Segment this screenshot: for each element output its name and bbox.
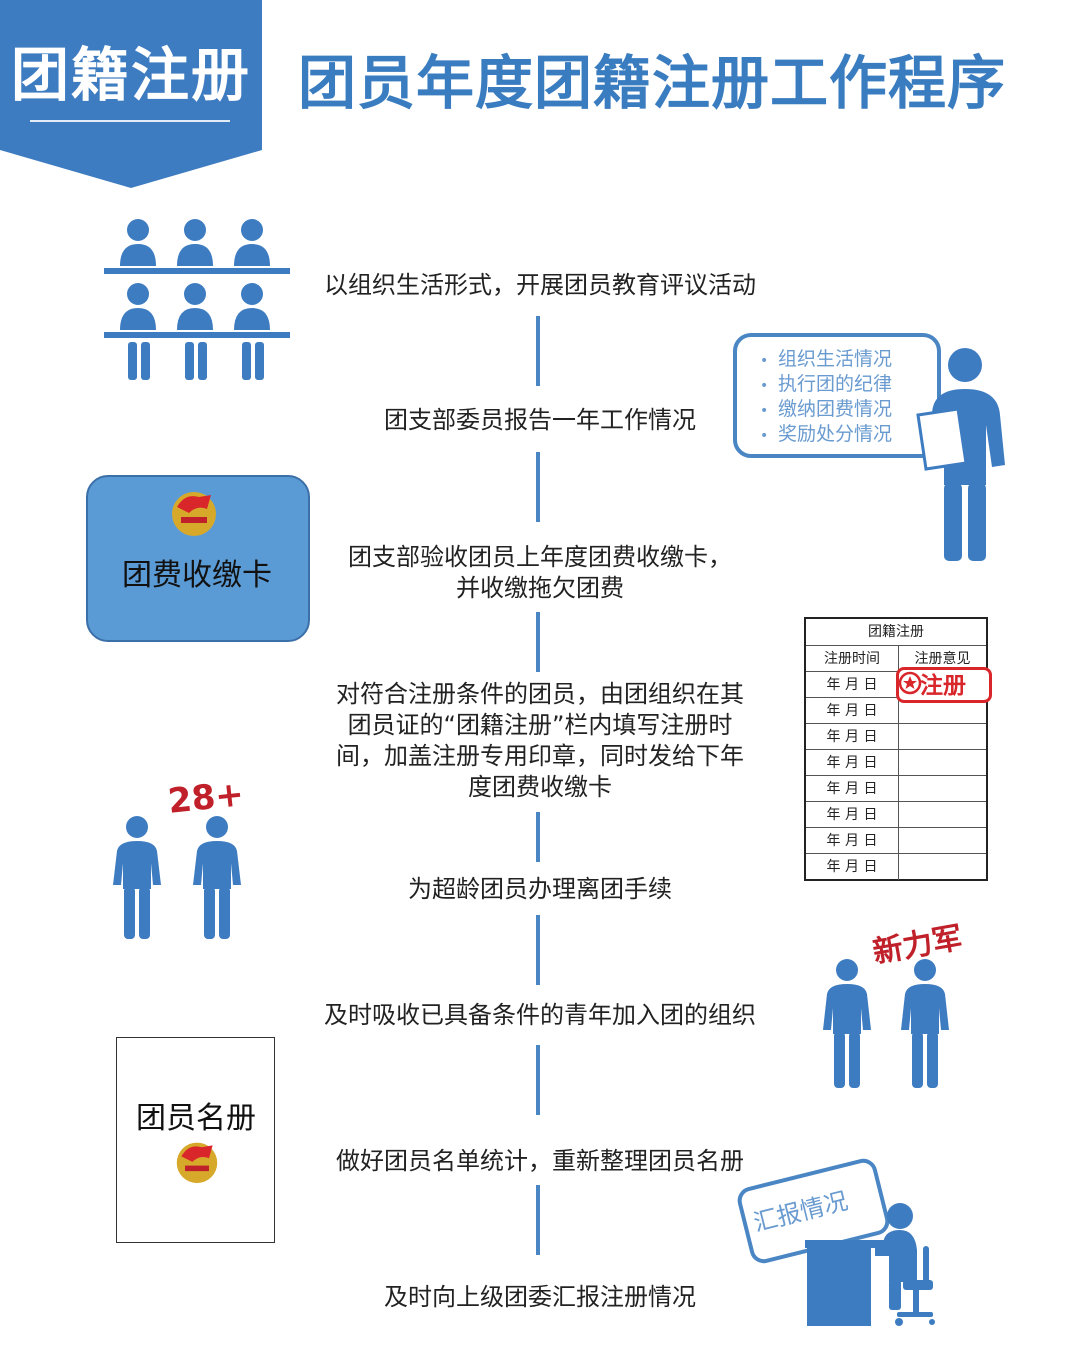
report-item: •缴纳团费情况 [760, 398, 893, 420]
flow-line [536, 452, 540, 522]
new-members-icon [823, 959, 949, 1088]
step-4-line-1: 对符合注册条件的团员，由团组织在其 [336, 680, 744, 708]
step-1: 以组织生活形式，开展团员教育评议活动 [324, 271, 756, 299]
page-title: 团员年度团籍注册工作程序 [298, 49, 1007, 117]
member-roster-label: 团员名册 [136, 1101, 256, 1136]
member-roster [116, 1037, 275, 1243]
step-2: 团支部委员报告一年工作情况 [384, 406, 696, 434]
step-3-line-2: 并收缴拖欠团费 [456, 574, 624, 602]
register-row: 年 月 日 [806, 801, 986, 828]
report-item: •执行团的纪律 [760, 373, 893, 395]
fee-card-label: 团费收缴卡 [122, 558, 272, 593]
flow-line [536, 1185, 540, 1255]
star-stamp-icon [898, 671, 922, 695]
step-6: 及时吸收已具备条件的青年加入团的组织 [324, 1001, 756, 1029]
flow-line [536, 812, 540, 862]
flow-line [536, 1045, 540, 1115]
flow-line [536, 316, 540, 386]
report-bubble [733, 333, 941, 458]
register-table-title: 团籍注册 [868, 624, 924, 640]
fee-card [86, 475, 310, 642]
meeting-audience-icon [104, 219, 290, 380]
league-emblem-icon [176, 1142, 218, 1184]
presenter-icon [916, 348, 1005, 561]
step-5: 为超龄团员办理离团手续 [408, 875, 672, 903]
register-stamp-text: 注册 [920, 673, 966, 699]
header-badge-bg [0, 0, 262, 188]
desk-worker-icon [805, 1203, 935, 1326]
register-row: 年 月 日 [806, 827, 986, 854]
overage-members-icon [113, 816, 241, 939]
step-3-line-1: 团支部验收团员上年度团费收缴卡， [348, 543, 732, 571]
flow-line [536, 915, 540, 985]
league-emblem-icon [172, 492, 216, 536]
register-row: 年 月 日 [806, 853, 986, 880]
report-item: •奖励处分情况 [760, 423, 893, 445]
report-item: •组织生活情况 [760, 348, 893, 370]
step-8: 及时向上级团委汇报注册情况 [384, 1283, 696, 1311]
register-row: 年 月 日 [806, 723, 986, 750]
header-badge-text: 团籍注册 [10, 41, 251, 109]
register-header-row: 注册时间 注册意见 [806, 645, 986, 672]
step-4-line-2: 团员证的“团籍注册”栏内填写注册时 [347, 711, 733, 739]
register-row: 年 月 日 [806, 749, 986, 776]
flow-line [536, 612, 540, 672]
step-4-line-4: 度团费收缴卡 [468, 773, 612, 801]
register-row: 年 月 日 [806, 775, 986, 802]
step-4-line-3: 间，加盖注册专用印章，同时发给下年 [336, 742, 744, 770]
step-7: 做好团员名单统计，重新整理团员名册 [336, 1147, 744, 1175]
register-table: 团籍注册 注册时间 注册意见 年 月 日 年 月 日 年 月 日 年 月 日 年… [804, 617, 988, 881]
